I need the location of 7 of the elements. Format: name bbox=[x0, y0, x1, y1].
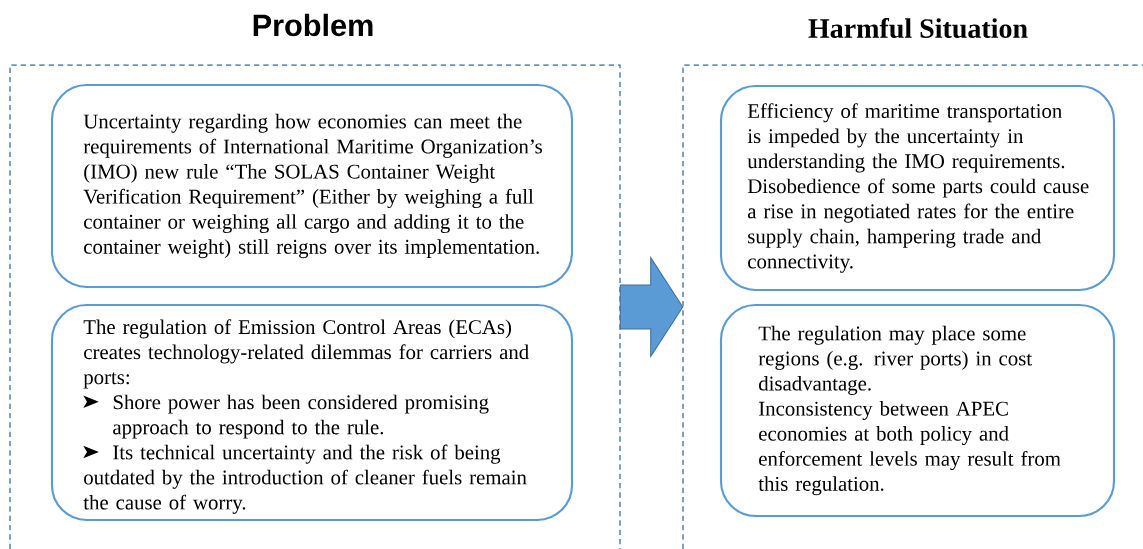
panel-heading: Harmful Situation bbox=[808, 17, 1028, 38]
rounded-box: Efficiency of maritime transportation is impeded by the uncertainty in understanding the IMO requirements. Disobedience of some parts could cause a rise in negotiated rates for the entire supply chain, hampering trade and connectivity. bbox=[719, 84, 1116, 292]
panel-heading: Problem bbox=[253, 13, 373, 37]
block-arrow bbox=[619, 255, 684, 359]
rounded-box: The regulation may place some regions (e.g. river ports) in cost disadvantage. Inconsistency between APEC economies at both policy and enforcement levels may result from this regulation. bbox=[719, 303, 1116, 518]
rounded-box: Uncertainty regarding how economies can meet the requirements of International Maritime Organization’s (IMO) new rule “The SOLAS Container Weight Verification Requirement” (Either by weighing a full container or weighing all cargo and adding it to the container weight) still reigns over its implementation. bbox=[50, 83, 574, 289]
rounded-box: The regulation of Emission Control Areas (ECAs) creates technology-related dilemmas for carriers and ports: Shore power has been considered promising approach to respond to the rule. Its technical uncertainty and the risk of being outdated by the introduction of cleaner fuels remain the cause of worry. bbox=[50, 303, 574, 522]
